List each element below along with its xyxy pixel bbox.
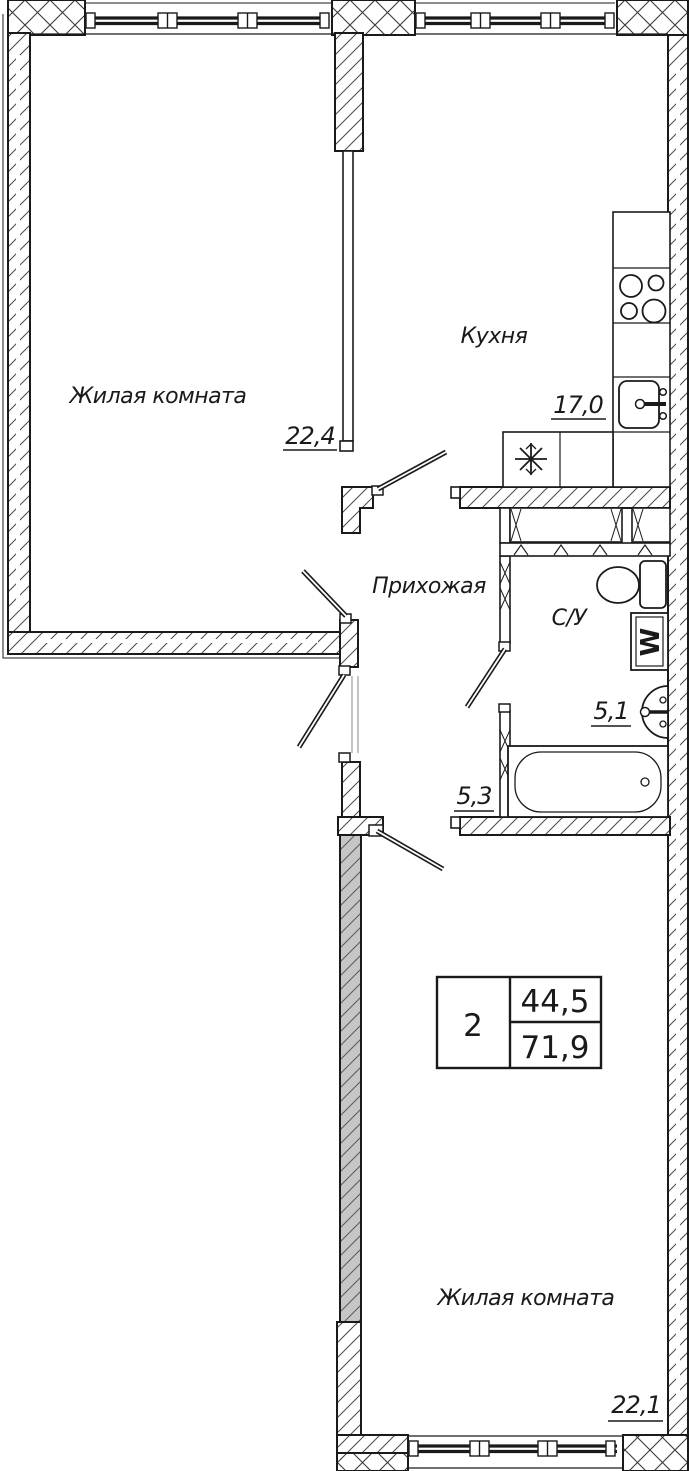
entrance-door-hinge-top [338,665,351,676]
bathroom-door-jamb [498,703,511,713]
bathroom-top-partition [499,542,671,557]
bathroom-door-leaf [464,647,508,709]
washbasin-icon [639,685,669,739]
wall-corner-bottom-left [336,1452,409,1471]
wardrobe [509,507,671,543]
living2-door-hinge [368,824,384,837]
living2-door-leaf [375,828,445,872]
entrance-opening-jamb [351,676,359,753]
window-living-room-1 [30,2,332,35]
partition-closet-left [499,507,511,544]
door-hinge-blocks [338,485,511,837]
exterior-contour-line [2,14,345,659]
entrance-door-hinge-bottom [338,752,351,763]
bath-wall-end-cap [450,816,461,829]
kitchen-label: Кухня [461,324,528,349]
door-leaves [296,449,508,872]
stove-icon [619,274,667,324]
info-box-living-area: 44,5 [520,984,589,1020]
wardrobe-end-marks [510,508,644,542]
washing-machine-label: W [636,628,666,657]
wall-partition-pier-top [334,32,364,152]
wall-living2-left-lower [336,1321,362,1436]
hallway-area: 5,3 [456,782,491,810]
partition-living1-kitchen [342,150,354,442]
window-living-room-2 [408,1435,623,1469]
wall-living2-left-gray [339,834,362,1323]
wall-pier-top-middle [331,0,416,36]
info-box-total-area: 71,9 [520,1030,589,1066]
info-box: 2 44,5 71,9 [435,975,603,1070]
fridge-snowflake-icon [515,443,547,475]
living-room-2-label: Жилая комната [436,1286,615,1311]
kitchen-wall-end-cap [450,486,461,499]
info-box-room-count: 2 [463,1008,483,1044]
living-room-1-label: Жилая комната [68,384,247,409]
kitchen-counter [502,211,671,488]
wall-corner-top-right [616,0,689,36]
partition-hatch-marks [499,561,511,781]
wall-insulation-stripes [16,55,680,1400]
kitchen-sink-icon [618,380,668,429]
bathtub-icon [507,745,669,818]
partition-end-cap [339,440,354,452]
entrance-door-leaf [296,673,347,749]
wall-bathroom-bottom [459,816,671,836]
room-labels: Жилая комната 22,4 Кухня 17,0 Прихожая 5… [68,324,663,1422]
kitchen-door-leaf [376,449,448,492]
living1-door-leaf [301,569,348,618]
hallway-label: Прихожая [372,574,486,599]
partition-triangle-marks [513,544,653,556]
bathroom-area: 5,1 [593,697,628,725]
window-kitchen [415,2,668,35]
toilet-icon [596,560,667,609]
kitchen-door-hinge [371,485,384,496]
wall-pier-hall-left [339,619,359,668]
bathroom-label: С/У [552,606,589,631]
living-room-2-area: 22,1 [611,1391,660,1419]
wall-kitchen-bottom [459,486,671,509]
wall-hall-left-lower [341,761,361,818]
wall-corner-top-left [7,0,86,36]
kitchen-area: 17,0 [553,391,603,419]
washing-machine-icon: W [630,612,669,671]
wall-corner-bottom-right [622,1434,689,1471]
wall-corner-bottom-left-upper [336,1434,409,1454]
living-room-1-area: 22,4 [285,422,334,450]
